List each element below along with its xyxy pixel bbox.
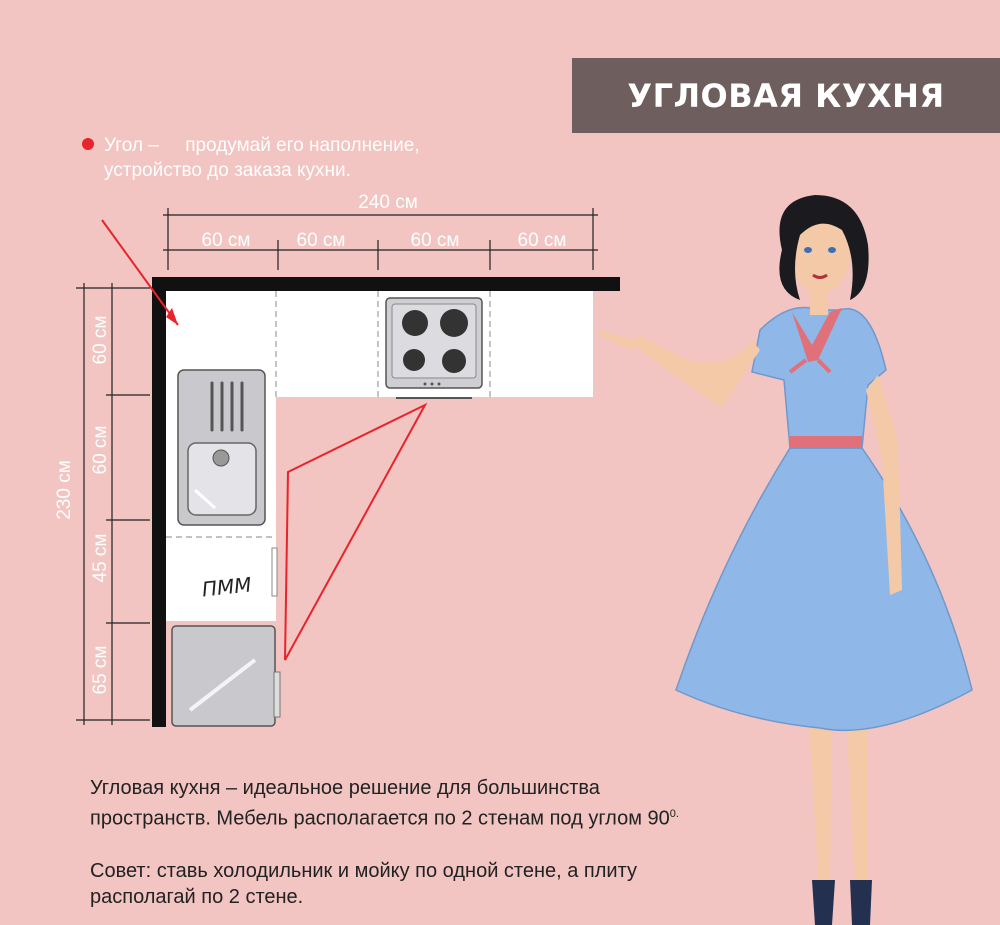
corner-note: Угол – продумай его наполнение, устройств…: [104, 133, 420, 183]
sink-icon: [177, 369, 266, 526]
dim-top-total: 240 см: [358, 192, 418, 213]
tip-line2: располагай по 2 стене.: [90, 885, 304, 908]
title-banner: УГЛОВАЯ КУХНЯ: [572, 58, 1000, 133]
dim-top-4: 60 см: [518, 230, 567, 251]
woman-illustration: [600, 195, 973, 925]
dim-left-4: 65 см: [90, 646, 111, 695]
corner-note-line2: устройство до заказа кухни.: [104, 160, 351, 181]
module-dividers: [166, 291, 491, 538]
wall-left: [152, 277, 166, 727]
wall-top: [152, 277, 620, 291]
desc-line2-sup: 0.: [669, 808, 679, 820]
red-pointer-lines: [101, 219, 428, 661]
desc-line2: пространств. Мебель располагается по 2 с…: [90, 807, 670, 830]
left-dimension-lines: [76, 283, 150, 725]
description: Угловая кухня – идеальное решение для бо…: [90, 775, 679, 910]
dishwasher-label: ПММ: [201, 572, 253, 601]
fridge-icon: [171, 625, 281, 727]
dishwasher-handle: [271, 547, 278, 597]
stove-icon: [385, 297, 483, 399]
arrow-head: [166, 308, 178, 325]
desc-line1: Угловая кухня – идеальное решение для бо…: [90, 777, 600, 799]
dim-top-2: 60 см: [297, 230, 346, 251]
top-dimension-lines: [163, 208, 598, 270]
dim-left-3: 45 см: [90, 534, 111, 583]
dim-left-2: 60 см: [90, 426, 111, 475]
dim-left-1: 60 см: [90, 316, 111, 365]
dim-left-total: 230 см: [54, 460, 75, 520]
page-title: УГЛОВАЯ КУХНЯ: [627, 76, 945, 115]
bullet-dot: [82, 138, 94, 150]
corner-note-line1: Угол – продумай его наполнение,: [104, 135, 420, 156]
tip-line1: Совет: ставь холодильник и мойку по одно…: [90, 859, 637, 882]
dim-top-3: 60 см: [411, 230, 460, 251]
dim-top-1: 60 см: [202, 230, 251, 251]
